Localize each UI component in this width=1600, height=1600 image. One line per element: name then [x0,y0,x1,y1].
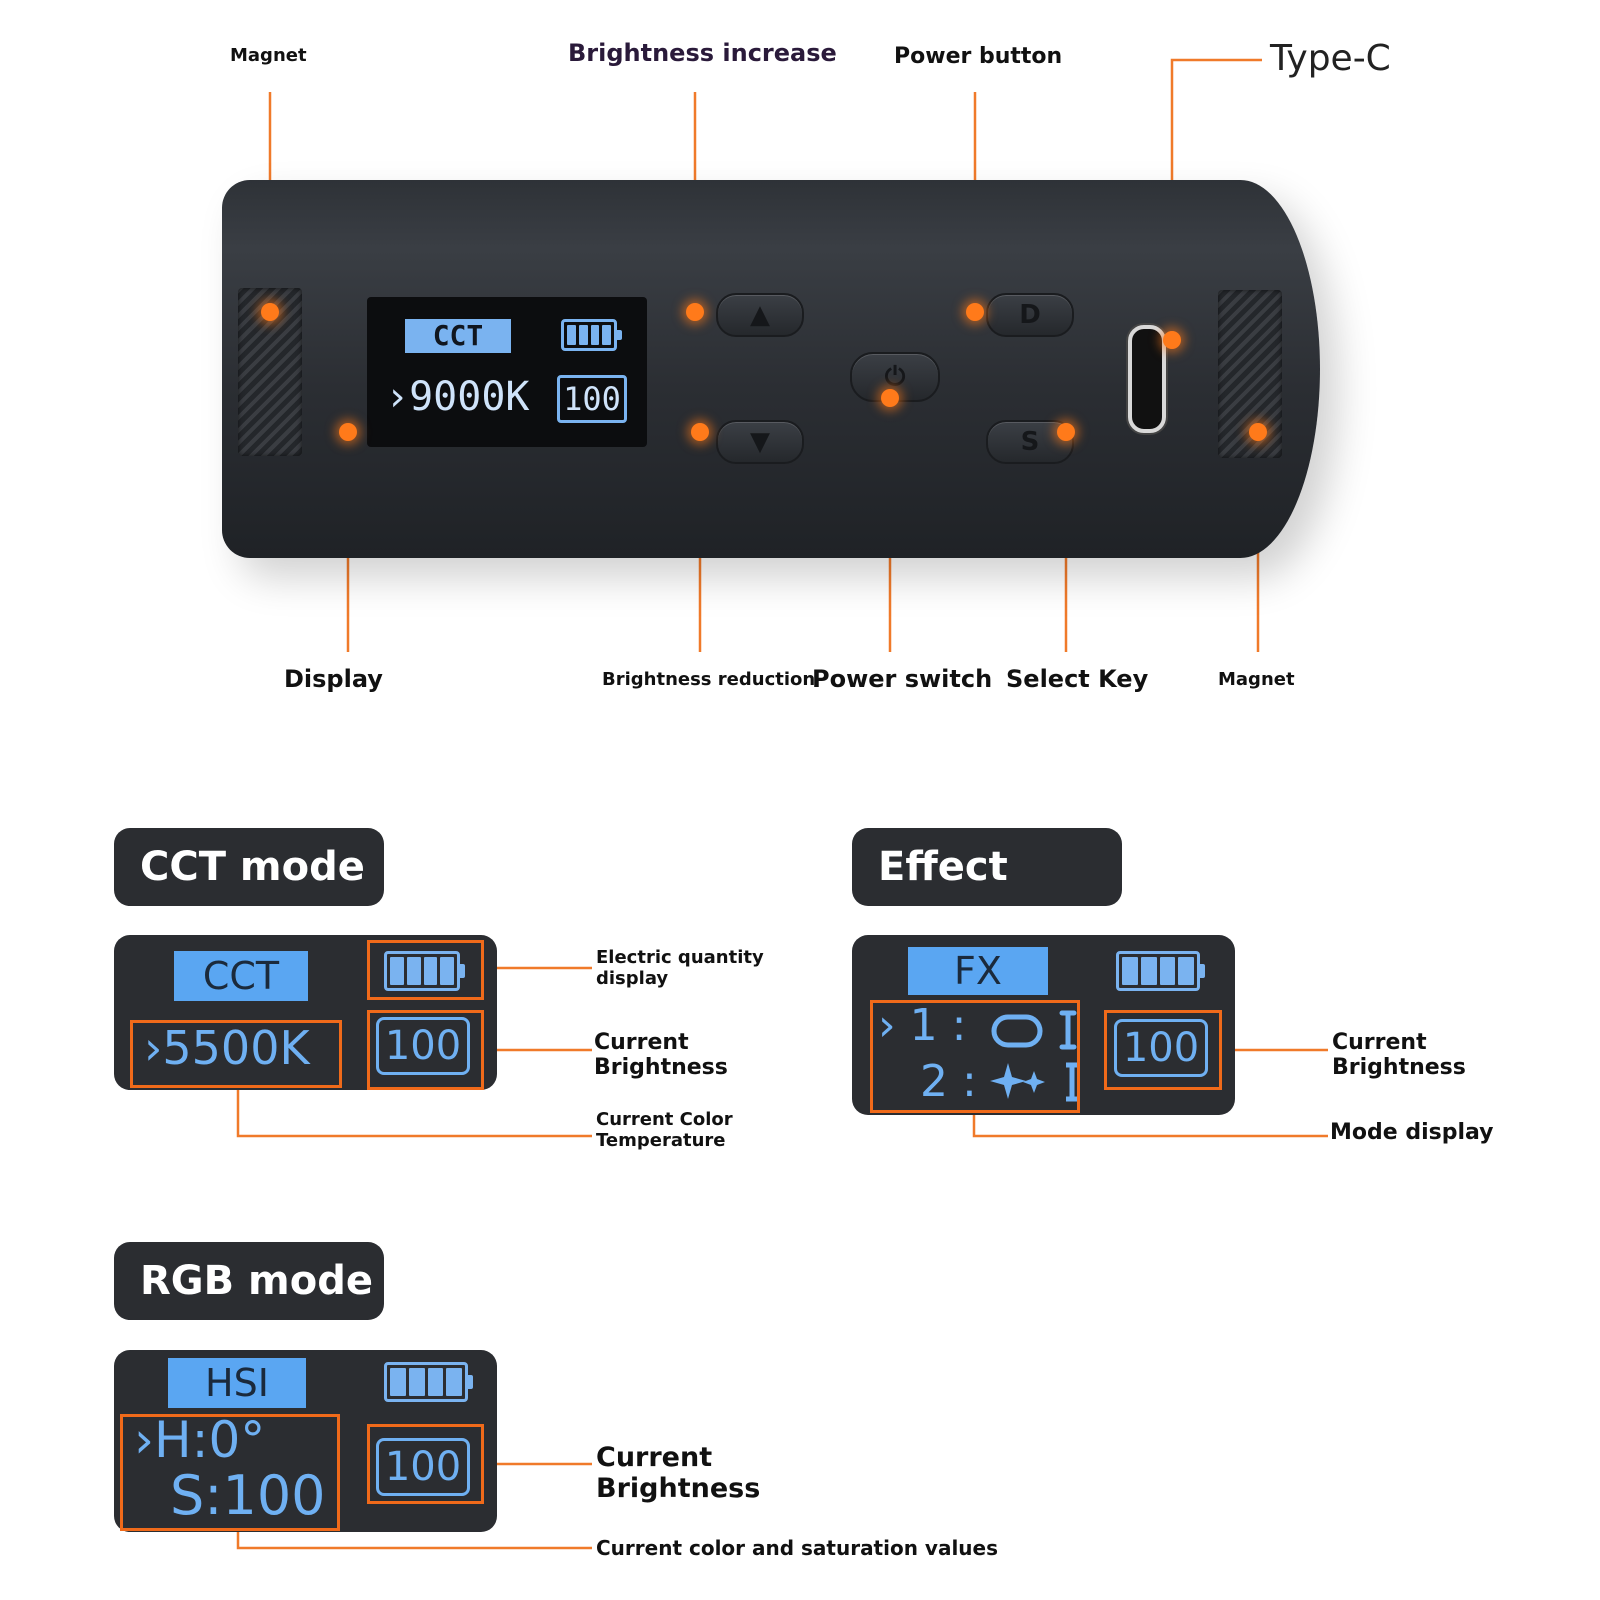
marker-magnet-left [261,303,279,321]
rgb-brightness-highlight [367,1424,484,1504]
label-power-button: Power button [894,44,1063,69]
cct-brightness-value: 100 [376,1017,470,1075]
marker-type-c [1163,331,1181,349]
cct-mode-title: CCT mode [114,828,384,906]
effect-mode-chip: FX [908,947,1048,995]
sparkle-effect-icon [990,1062,1078,1102]
label-power-switch: Power switch [812,665,993,693]
cct-temperature-value: ›5500K [144,1021,310,1075]
rgb-battery-icon [384,1362,473,1402]
effect-line-1: › 1 : [878,1000,967,1051]
effect-battery-icon [1116,951,1205,991]
battery-icon [561,319,622,351]
display-mode-chip: CCT [405,319,511,353]
marker-select-key [1057,423,1075,441]
cct-label-current-brightness: Current Brightness [594,1030,728,1081]
label-magnet-left: Magnet [230,45,307,66]
brightness-down-button[interactable]: ▼ [716,420,804,464]
rgb-mode-chip: HSI [168,1358,306,1408]
effect-brightness-value: 100 [1114,1019,1208,1077]
cct-brightness-highlight [367,1010,484,1090]
effect-mode-title: Effect mode [852,828,1122,968]
label-brightness-increase: Brightness increase [568,39,837,67]
display-brightness: 100 [557,375,627,423]
cct-battery-highlight [367,940,484,1000]
marker-power-button [966,303,984,321]
marker-power-switch [881,389,899,407]
marker-magnet-right [1249,423,1267,441]
effect-label-mode-display: Mode display [1330,1120,1494,1145]
device-display: CCT ›9000K 100 [367,297,647,447]
effect-label-current-brightness: Current Brightness [1332,1030,1466,1081]
effect-line-2: 2 : [920,1056,977,1107]
rgb-mode-title: RGB mode [114,1242,384,1320]
rgb-hue-value: ›H:0° [134,1411,266,1469]
effect-mode-panel: FX › 1 : 2 : 100 [852,935,1235,1115]
cct-battery-icon [384,951,465,991]
marker-brightness-down [691,423,709,441]
rgb-color-highlight [120,1414,340,1531]
label-type-c: Type-C [1270,38,1391,79]
label-magnet-right: Magnet [1218,669,1295,690]
loop-effect-icon [991,1010,1077,1050]
label-brightness-reduction: Brightness reduction [602,669,816,690]
marker-display [339,423,357,441]
cct-mode-chip: CCT [174,951,308,1001]
brightness-up-button[interactable]: ▲ [716,293,804,337]
label-display: Display [284,665,383,693]
rgb-saturation-value: S:100 [170,1464,326,1527]
cct-label-electric-quantity: Electric quantity display [596,947,764,989]
effect-mode-highlight [870,1000,1080,1113]
rgb-label-current-brightness: Current Brightness [596,1442,761,1505]
rgb-mode-panel: HSI ›H:0° S:100 100 [114,1350,497,1532]
usb-c-port [1128,325,1166,433]
marker-brightness-up [686,303,704,321]
display-temperature: ›9000K [385,374,530,420]
rgb-label-color-saturation: Current color and saturation values [596,1536,999,1560]
cct-temperature-highlight [130,1020,342,1088]
effect-brightness-highlight [1104,1010,1222,1090]
cct-label-color-temperature: Current Color Temperature [596,1109,733,1151]
power-d-button[interactable]: D [986,293,1074,337]
rgb-brightness-value: 100 [376,1438,470,1496]
label-select-key: Select Key [1006,665,1149,693]
